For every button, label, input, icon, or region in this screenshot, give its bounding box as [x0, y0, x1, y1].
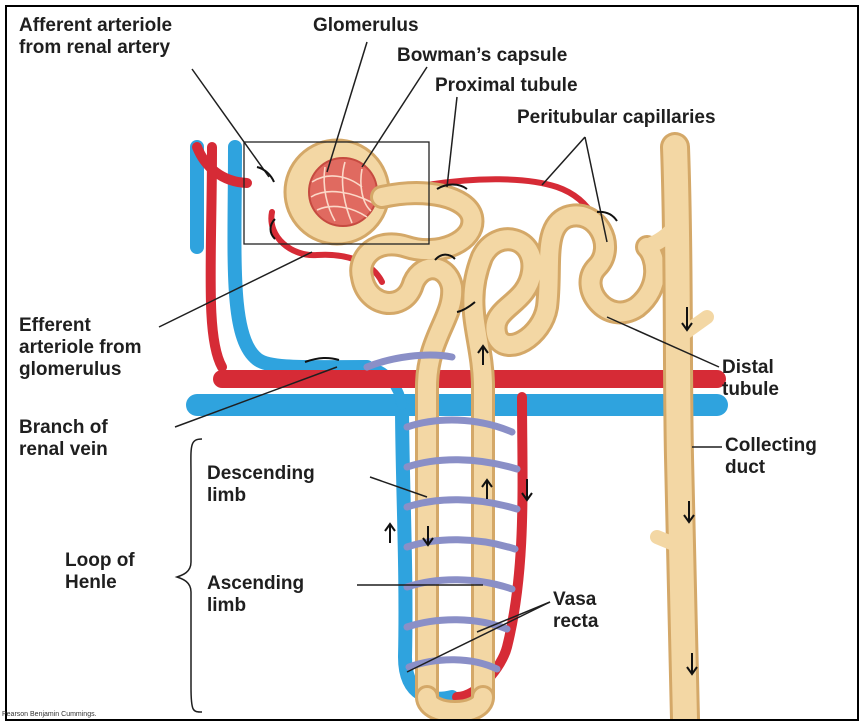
label-ascending-limb-2: limb [207, 595, 246, 616]
label-ascending-limb-1: Ascending [207, 573, 304, 594]
label-afferent-arteriole-1: Afferent arteriole [19, 15, 172, 36]
label-loop-of-henle-1: Loop of [65, 550, 135, 571]
loop-of-henle-brace [177, 439, 202, 712]
label-proximal-tubule: Proximal tubule [435, 75, 578, 96]
collecting-duct [647, 147, 707, 719]
label-efferent-arteriole-3: glomerulus [19, 359, 121, 380]
label-vasa-recta-2: recta [553, 611, 598, 632]
label-peritubular-capillaries: Peritubular capillaries [517, 107, 716, 128]
label-glomerulus: Glomerulus [313, 15, 419, 36]
label-descending-limb-2: limb [207, 485, 246, 506]
label-afferent-arteriole-2: from renal artery [19, 37, 170, 58]
label-branch-renal-vein-1: Branch of [19, 417, 108, 438]
label-descending-limb-1: Descending [207, 463, 315, 484]
label-branch-renal-vein-2: renal vein [19, 439, 108, 460]
label-loop-of-henle-2: Henle [65, 572, 117, 593]
label-efferent-arteriole-2: arteriole from [19, 337, 141, 358]
label-distal-tubule-1: Distal [722, 357, 774, 378]
label-efferent-arteriole-1: Efferent [19, 315, 91, 336]
label-collecting-duct-2: duct [725, 457, 765, 478]
credit-line: Pearson Benjamin Cummings. [2, 711, 97, 718]
label-bowmans-capsule: Bowman’s capsule [397, 45, 567, 66]
diagram-frame: Afferent arteriole from renal artery Glo… [5, 5, 859, 721]
label-collecting-duct-1: Collecting [725, 435, 817, 456]
label-distal-tubule-2: tubule [722, 379, 779, 400]
label-vasa-recta-1: Vasa [553, 589, 596, 610]
